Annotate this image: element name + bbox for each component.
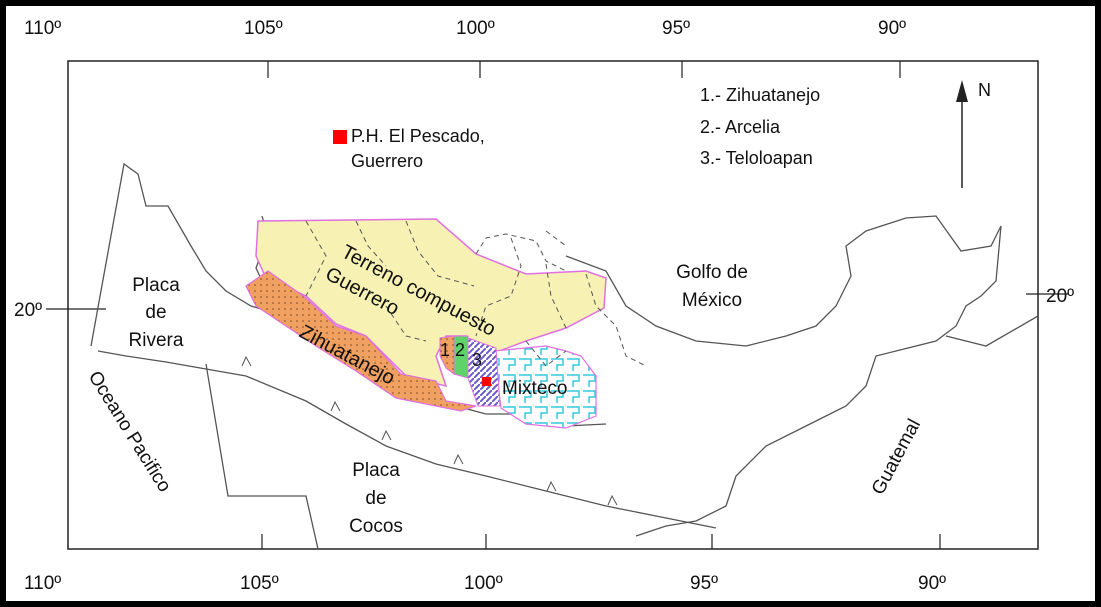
site-marker-icon xyxy=(333,130,347,144)
site-label-line2: Guerrero xyxy=(351,151,423,171)
right-lat-20: 20º xyxy=(1046,286,1074,307)
guatemala-label: Guatemal xyxy=(868,416,925,499)
golfo-label-1: Golfo de xyxy=(676,262,748,283)
sub-terrane-3-label: 3 xyxy=(472,350,482,370)
bottom-lon-90: 90º xyxy=(918,573,946,594)
legend-item-arcelia: 2.- Arcelia xyxy=(700,117,781,137)
north-label: N xyxy=(978,80,991,100)
legend-item-zihuatanejo: 1.- Zihuatanejo xyxy=(700,85,820,105)
oceano-pacifico-label: Oceano Pacifico xyxy=(84,368,175,496)
state-boundaries xyxy=(305,220,647,367)
mixteco-label: Mixteco xyxy=(502,378,567,399)
placa-cocos-label-1: Placa xyxy=(352,460,400,481)
teloloapan-area xyxy=(467,337,501,407)
placa-cocos-label-2: de xyxy=(365,488,386,509)
sub-terrane-1-label: 1 xyxy=(440,340,450,360)
bottom-lon-100: 100º xyxy=(464,573,503,594)
top-lon-100: 100º xyxy=(456,18,495,39)
site-location-icon xyxy=(482,377,491,386)
bottom-lon-110: 110º xyxy=(24,573,61,594)
top-lon-90: 90º xyxy=(878,18,906,39)
map-frame xyxy=(67,60,1039,550)
sub-terrane-2-label: 2 xyxy=(455,340,465,360)
bottom-lon-95: 95º xyxy=(690,573,718,594)
mixteco-area xyxy=(493,345,597,429)
placa-rivera-label-1: Placa xyxy=(132,275,180,296)
zihuatanejo-area xyxy=(245,270,477,412)
legend-item-teloloapan: 3.- Teloloapan xyxy=(700,148,813,168)
placa-cocos-label-3: Cocos xyxy=(349,516,403,537)
left-lat-20: 20º xyxy=(14,300,42,321)
trench-teeth xyxy=(241,355,618,506)
top-lon-105: 105º xyxy=(244,18,283,39)
golfo-label-2: México xyxy=(682,290,742,311)
north-arrow-icon xyxy=(956,80,968,188)
top-lon-95: 95º xyxy=(662,18,690,39)
placa-rivera-label-3: Rivera xyxy=(129,330,184,351)
top-lon-110: 110º xyxy=(24,18,61,39)
bottom-lon-105: 105º xyxy=(240,573,279,594)
site-label-line1: P.H. El Pescado, xyxy=(351,126,485,146)
placa-rivera-label-2: de xyxy=(145,302,166,323)
map-canvas: 110º 105º 100º 95º 90º 110º 105º 100º 95… xyxy=(14,18,1074,594)
